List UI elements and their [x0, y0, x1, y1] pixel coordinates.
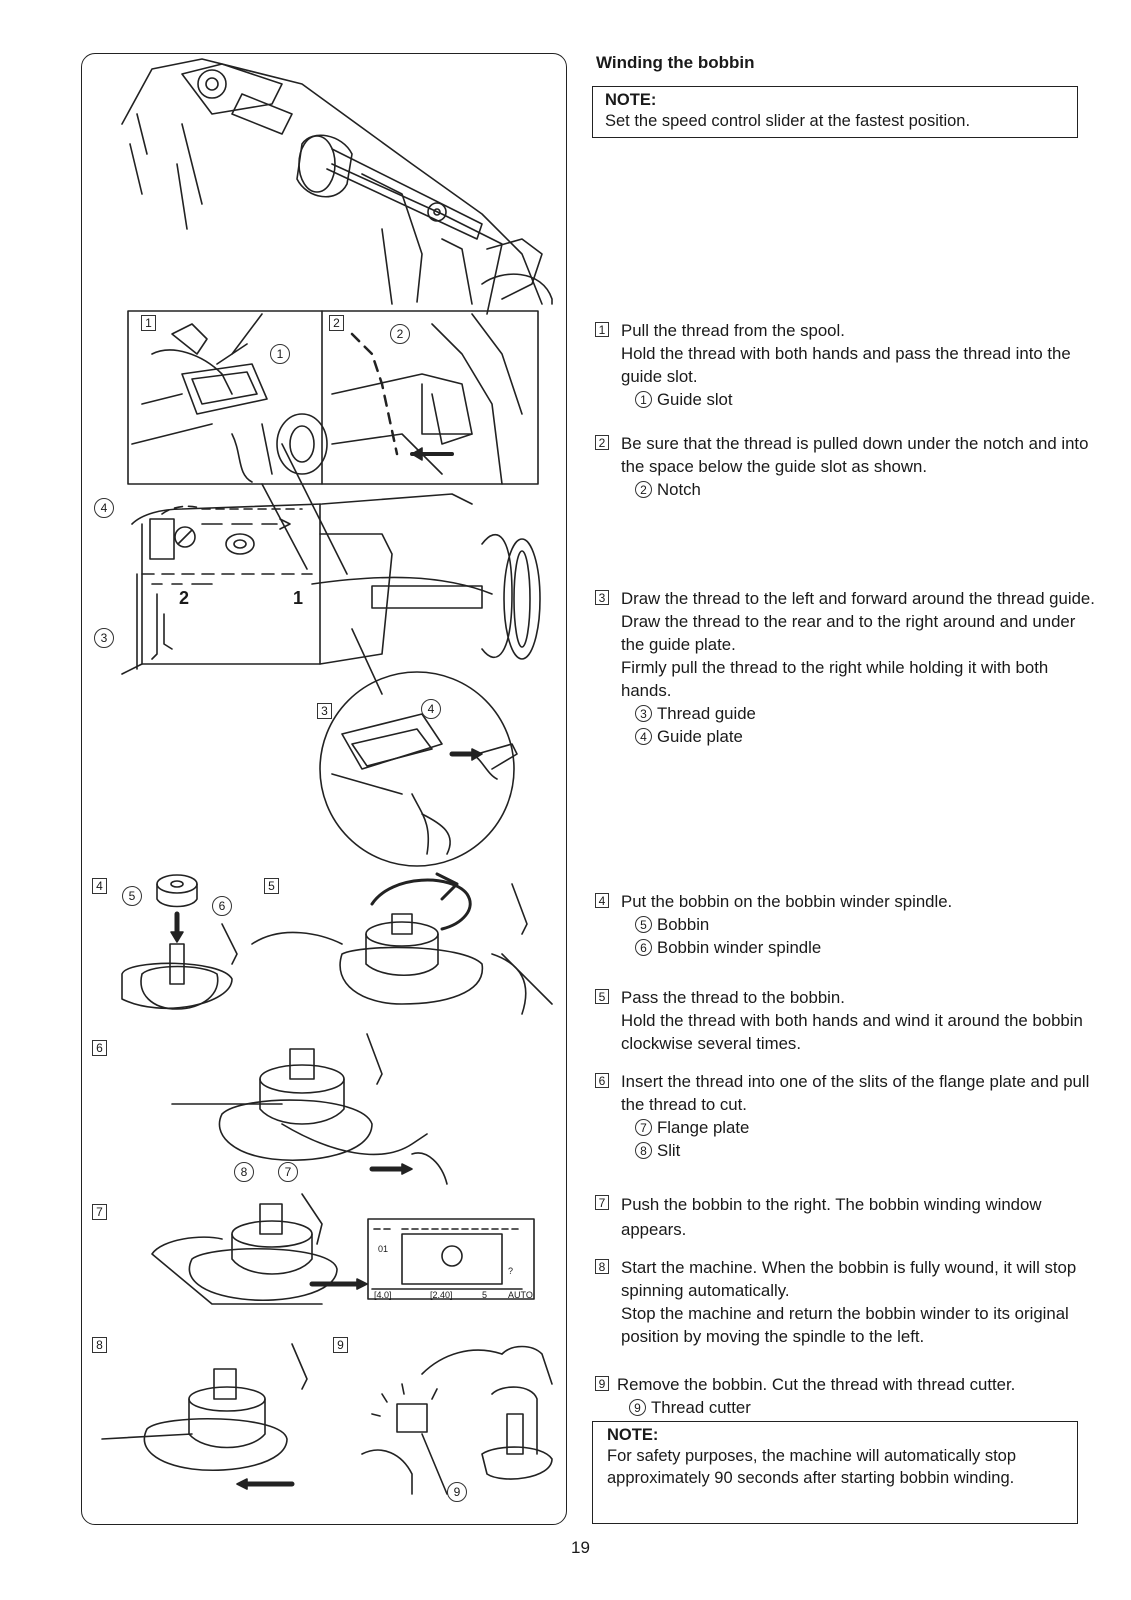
- figure-3-inset: [319, 628, 518, 867]
- step-3: 3 Draw the thread to the left and forwar…: [595, 587, 1095, 748]
- step-1-line-2: Hold the thread with both hands and pass…: [621, 344, 1071, 386]
- illustration-panel: 1 2 3 4 5 6 7 8 9 1 2 3 4 4 5 6 7 8 9 2 …: [81, 53, 567, 1525]
- step-2-line-1: Be sure that the thread is pulled down u…: [621, 434, 1089, 476]
- step-8-line-1: Start the machine. When the bobbin is fu…: [621, 1258, 1077, 1300]
- step-7-line-1: Push the bobbin to the right. The bobbin…: [621, 1195, 1042, 1239]
- step-8-number: 8: [595, 1259, 609, 1274]
- machine-top-drawing: [121, 58, 553, 315]
- figure-part-1-label: 1: [270, 344, 290, 364]
- lcd-stitch-width: [4.0]: [374, 1290, 392, 1300]
- step-5-line-2: Hold the thread with both hands and wind…: [621, 1011, 1083, 1053]
- figure-step-5-label: 5: [264, 878, 279, 894]
- step-9: 9 Remove the bobbin. Cut the thread with…: [595, 1373, 1095, 1419]
- step-5-number: 5: [595, 989, 609, 1004]
- figure-part-6-label: 6: [212, 896, 232, 916]
- bobbin-winding-illustrations: [101, 58, 553, 1495]
- step-3-line-3: Firmly pull the thread to the right whil…: [621, 658, 1049, 700]
- figure-step-3-label: 3: [317, 703, 332, 719]
- figure-part-4-label: 4: [94, 498, 114, 518]
- step-8: 8 Start the machine. When the bobbin is …: [595, 1256, 1095, 1348]
- lcd-question: ?: [508, 1266, 514, 1276]
- figure-1-drawing: [131, 313, 328, 483]
- step-2: 2 Be sure that the thread is pulled down…: [595, 432, 1095, 501]
- figure-step-6-label: 6: [92, 1040, 107, 1056]
- step-9-number: 9: [595, 1376, 609, 1391]
- note-bottom-heading: NOTE:: [607, 1426, 659, 1444]
- note-top-heading: NOTE:: [605, 91, 657, 109]
- figure-4-drawing: [121, 874, 238, 1010]
- step-7: 7 Push the bobbin to the right. The bobb…: [595, 1192, 1095, 1242]
- step-4-line-1: Put the bobbin on the bobbin winder spin…: [621, 892, 953, 911]
- step-1: 1 Pull the thread from the spool. Hold t…: [595, 319, 1095, 411]
- figure-part-2-label: 2: [390, 324, 410, 344]
- lcd-program-number: 01: [378, 1244, 389, 1254]
- note-top-body: Set the speed control slider at the fast…: [605, 112, 971, 130]
- figure-step-8-label: 8: [92, 1337, 107, 1353]
- figure-part-8-label: 8: [234, 1162, 254, 1182]
- figure-9-drawing: [361, 1345, 553, 1495]
- step-8-line-2: Stop the machine and return the bobbin w…: [621, 1304, 1069, 1346]
- step-2-number: 2: [595, 435, 609, 450]
- section-title: Winding the bobbin: [596, 53, 755, 72]
- note-bottom-body: For safety purposes, the machine will au…: [607, 1447, 1017, 1487]
- figure-8-drawing: [101, 1343, 308, 1490]
- figure-step-7-label: 7: [92, 1204, 107, 1220]
- step-6-number: 6: [595, 1073, 609, 1088]
- figure-5-drawing: [251, 872, 553, 1015]
- page-number: 19: [571, 1538, 590, 1557]
- step-4: 4 Put the bobbin on the bobbin winder sp…: [595, 890, 1095, 959]
- step-6-line-1: Insert the thread into one of the slits …: [621, 1072, 1090, 1114]
- figure-part-9-label: 9: [447, 1482, 467, 1502]
- figure-part-5-label: 5: [122, 886, 142, 906]
- step-5: 5 Pass the thread to the bobbin. Hold th…: [595, 986, 1095, 1055]
- figure-1-2-frame: [127, 310, 539, 485]
- step-4-number: 4: [595, 893, 609, 908]
- lcd-tension: 5: [482, 1290, 488, 1300]
- lcd-auto: AUTO: [508, 1290, 533, 1300]
- machine-side-drawing: [121, 443, 541, 675]
- step-3-line-2: Draw the thread to the rear and to the r…: [621, 612, 1076, 654]
- machine-mark-1: 1: [293, 588, 304, 608]
- step-3-line-1: Draw the thread to the left and forward …: [621, 589, 1095, 608]
- step-6: 6 Insert the thread into one of the slit…: [595, 1070, 1095, 1162]
- step-1-number: 1: [595, 322, 609, 337]
- figure-2-drawing: [331, 313, 523, 485]
- note-top-box: NOTE: Set the speed control slider at th…: [592, 86, 1078, 138]
- step-9-line-1: Remove the bobbin. Cut the thread with t…: [617, 1375, 1016, 1394]
- figure-step-2-label: 2: [329, 315, 344, 331]
- figure-step-9-label: 9: [333, 1337, 348, 1353]
- figure-part-4-inset-label: 4: [421, 699, 441, 719]
- lcd-stitch-length: [2.40]: [430, 1290, 453, 1300]
- step-3-number: 3: [595, 590, 609, 605]
- lcd-window: [367, 1218, 535, 1300]
- step-1-line-1: Pull the thread from the spool.: [621, 321, 845, 340]
- machine-mark-2: 2: [179, 588, 190, 608]
- step-7-number: 7: [595, 1195, 609, 1210]
- figure-6-drawing: [171, 1033, 448, 1185]
- step-5-line-1: Pass the thread to the bobbin.: [621, 988, 845, 1007]
- figure-part-7-label: 7: [278, 1162, 298, 1182]
- note-bottom-box: NOTE: For safety purposes, the machine w…: [592, 1421, 1078, 1524]
- figure-step-4-label: 4: [92, 878, 107, 894]
- figure-part-3-label: 3: [94, 628, 114, 648]
- figure-7-drawing: [151, 1193, 535, 1305]
- figure-step-1-label: 1: [141, 315, 156, 331]
